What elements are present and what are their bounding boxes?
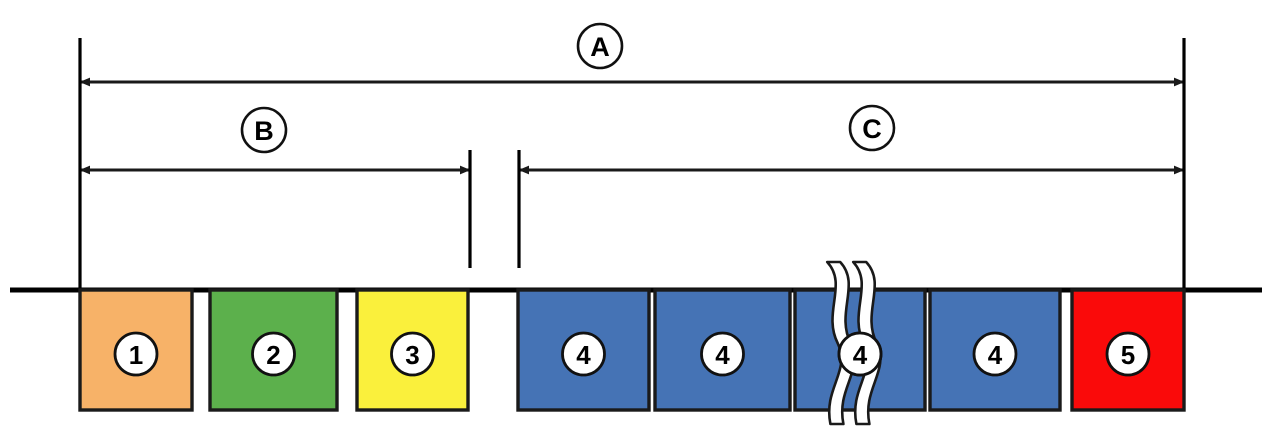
block-2: 2 (208, 288, 339, 412)
dimension-badge-circle (240, 106, 288, 154)
block-8: 5 (1070, 288, 1186, 412)
block-number-circle (251, 331, 296, 377)
block-number-label: 1 (129, 340, 143, 370)
block-number-circle (700, 331, 745, 377)
block-3: 3 (355, 288, 470, 412)
dimension-badge-b: B (240, 106, 288, 154)
block-number-label: 5 (1121, 340, 1135, 370)
block-number-label: 4 (715, 340, 730, 370)
dimension-lines-group (79, 77, 1185, 175)
block-number-circle (561, 331, 606, 377)
block-number-circle (1105, 331, 1151, 377)
blocks-group: 1 2 3 4 4 4 4 5 (78, 288, 1186, 412)
block-number-overlay: 4 (837, 331, 883, 377)
block-1: 1 (78, 288, 194, 412)
block-number-label: 3 (405, 340, 419, 370)
block-number-label: 4 (988, 340, 1003, 370)
block-number-label: 4 (576, 340, 591, 370)
block-number-circle (390, 331, 435, 377)
block-rect-red (1070, 288, 1186, 412)
dimension-badge-label: B (254, 116, 274, 146)
dimension-badge-label: C (862, 114, 882, 144)
block-number-circle (113, 331, 159, 377)
block-number-label: 4 (853, 340, 868, 370)
dimension-badge-label: A (590, 32, 610, 62)
block-number-circle (972, 331, 1018, 377)
block-4: 4 (516, 288, 651, 412)
extension-lines-group (78, 38, 1186, 292)
block-number-circle (837, 331, 883, 377)
dimension-badge-circle (848, 104, 896, 152)
block-7: 4 (928, 288, 1062, 412)
block-number-label: 2 (266, 340, 280, 370)
dimension-badge-circle (576, 22, 624, 70)
block-5: 4 (653, 288, 792, 412)
block-rect-blue (928, 288, 1062, 412)
dimension-badges-group: A B C 4 (240, 22, 896, 377)
dimension-badge-c: C (848, 104, 896, 152)
dimension-badge-a: A (576, 22, 624, 70)
